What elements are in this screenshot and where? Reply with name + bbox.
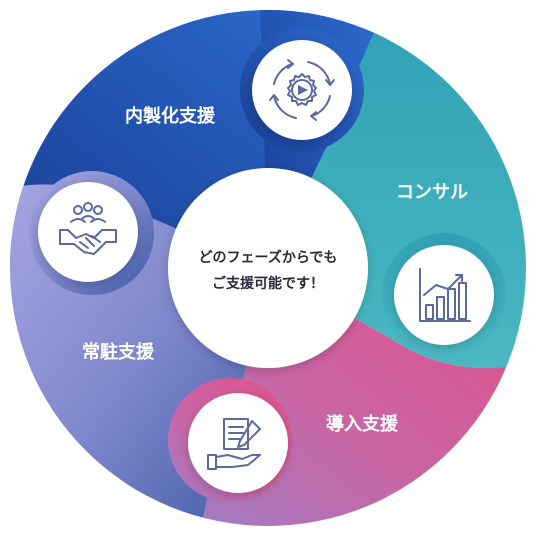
icon-circle-right xyxy=(394,245,494,345)
center-text-line1: どのフェーズからでも xyxy=(199,249,338,266)
segment-label-dounyuu: 導入支援 xyxy=(326,413,399,435)
segment-label-naiseika: 内製化支援 xyxy=(125,105,216,127)
icon-circle-top xyxy=(252,40,352,140)
process-cycle-icon xyxy=(269,59,335,121)
center-circle xyxy=(168,168,368,368)
contract-sign-icon xyxy=(207,418,261,470)
growth-chart-icon xyxy=(419,268,471,322)
icon-circle-bottom xyxy=(188,393,288,493)
center-text-line2: ご支援可能です！ xyxy=(212,275,324,292)
handshake-team-icon xyxy=(59,202,117,255)
segment-label-consul: コンサル xyxy=(396,182,468,203)
icon-circle-left xyxy=(38,182,138,282)
segment-label-joachuu: 常駐支援 xyxy=(82,341,155,363)
